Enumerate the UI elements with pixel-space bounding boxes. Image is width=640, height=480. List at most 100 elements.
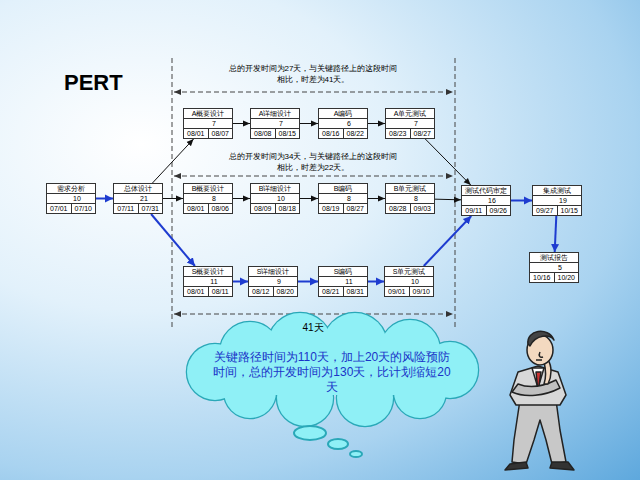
start-date: 09/27 <box>533 206 558 215</box>
task-name: S编码 <box>319 267 367 277</box>
task-box: 测试代码审定1609/1109/26 <box>461 185 511 216</box>
task-duration: 7 <box>184 119 232 129</box>
task-duration: 21 <box>114 194 162 204</box>
task-duration: 10 <box>251 194 299 204</box>
task-name: S概要设计 <box>184 267 232 277</box>
task-duration: 9 <box>249 277 297 287</box>
end-date: 08/18 <box>276 204 300 213</box>
start-date: 08/09 <box>251 204 276 213</box>
task-duration: 19 <box>533 196 581 206</box>
task-box: S概要设计1108/0108/11 <box>183 266 233 297</box>
note-text: 总的开发时间为34天，与关键路径上的这段时间相比，时差为22天。 <box>228 151 398 173</box>
task-box: S详细设计908/1208/20 <box>248 266 298 297</box>
end-date: 10/15 <box>558 206 582 215</box>
date-row: 07/0107/10 <box>47 204 95 213</box>
end-date: 08/11 <box>209 287 233 296</box>
task-box: 总体设计2107/1107/31 <box>113 183 163 214</box>
task-box: B概要设计808/0108/06 <box>183 183 233 214</box>
end-date: 08/20 <box>274 287 298 296</box>
task-name: 总体设计 <box>114 184 162 194</box>
critical-arrow <box>96 198 113 200</box>
date-row: 08/1908/27 <box>319 204 367 213</box>
flow-arrow <box>233 198 250 199</box>
start-date: 08/08 <box>251 129 276 138</box>
task-name: B详细设计 <box>251 184 299 194</box>
date-row: 08/0108/11 <box>184 287 232 296</box>
callout-cloud <box>187 313 478 457</box>
task-duration: 16 <box>462 196 510 206</box>
critical-arrow <box>511 200 532 202</box>
start-date: 09/01 <box>385 287 410 296</box>
end-date: 08/15 <box>276 129 300 138</box>
note-text: 41天 <box>288 321 338 334</box>
task-name: 测试代码审定 <box>462 186 510 196</box>
task-duration: 8 <box>184 194 232 204</box>
task-name: A详细设计 <box>251 109 299 119</box>
flow-arrow <box>368 123 385 124</box>
start-date: 08/19 <box>319 204 344 213</box>
end-date: 10/20 <box>555 273 579 282</box>
start-date: 10/16 <box>530 273 555 282</box>
diagram-title: PERT <box>64 70 123 96</box>
start-date: 09/11 <box>462 206 487 215</box>
start-date: 08/21 <box>319 287 344 296</box>
end-date: 08/27 <box>411 129 435 138</box>
task-duration: 7 <box>251 119 299 129</box>
start-date: 08/01 <box>184 204 209 213</box>
task-name: 测试报告 <box>530 253 578 263</box>
callout-text: 关键路径时间为110天，加上20天的风险预防时间，总的开发时间为130天，比计划… <box>212 350 452 395</box>
date-row: 07/1107/31 <box>114 204 162 213</box>
span-markers <box>172 58 455 330</box>
task-box: S单元测试1009/0109/10 <box>384 266 434 297</box>
task-box: 集成测试1909/2710/15 <box>532 185 582 216</box>
task-name: A概要设计 <box>184 109 232 119</box>
task-name: 需求分析 <box>47 184 95 194</box>
start-date: 08/12 <box>249 287 274 296</box>
critical-arrow <box>151 214 195 266</box>
task-duration: 11 <box>184 277 232 287</box>
end-date: 07/10 <box>72 204 96 213</box>
task-duration: 10 <box>47 194 95 204</box>
start-date: 07/11 <box>114 204 139 213</box>
task-duration: 5 <box>530 263 578 273</box>
end-date: 08/07 <box>209 129 233 138</box>
critical-arrow <box>424 216 472 266</box>
end-date: 07/31 <box>139 204 163 213</box>
task-box: A单元测试708/2308/27 <box>385 108 435 139</box>
start-date: 08/16 <box>319 129 344 138</box>
task-box: S编码1108/2108/31 <box>318 266 368 297</box>
task-box: A编码608/1608/22 <box>318 108 368 139</box>
date-row: 08/0808/15 <box>251 129 299 138</box>
flow-arrow <box>152 139 193 183</box>
task-box: B单元测试808/2809/03 <box>385 183 435 214</box>
end-date: 09/26 <box>487 206 511 215</box>
date-row: 08/2308/27 <box>386 129 434 138</box>
end-date: 08/22 <box>344 129 368 138</box>
flow-arrow <box>233 123 250 124</box>
task-name: S单元测试 <box>385 267 433 277</box>
task-duration: 10 <box>385 277 433 287</box>
end-date: 09/03 <box>411 204 435 213</box>
note-text: 总的开发时间为27天，与关键路径上的这段时间相比，时差为41天。 <box>228 63 398 85</box>
date-row: 09/2710/15 <box>533 206 581 215</box>
task-name: S详细设计 <box>249 267 297 277</box>
flow-arrow <box>435 199 461 201</box>
task-name: B单元测试 <box>386 184 434 194</box>
end-date: 08/27 <box>344 204 368 213</box>
task-box: 测试报告510/1610/20 <box>529 252 579 283</box>
date-row: 09/1109/26 <box>462 206 510 215</box>
task-name: A编码 <box>319 109 367 119</box>
start-date: 08/01 <box>184 287 209 296</box>
critical-arrow <box>233 281 248 283</box>
task-name: B概要设计 <box>184 184 232 194</box>
flow-arrow <box>300 198 318 199</box>
date-row: 08/2809/03 <box>386 204 434 213</box>
task-name: A单元测试 <box>386 109 434 119</box>
flow-arrow <box>163 198 183 199</box>
date-row: 09/0109/10 <box>385 287 433 296</box>
end-date: 08/31 <box>344 287 368 296</box>
task-duration: 7 <box>386 119 434 129</box>
task-box: B详细设计1008/0908/18 <box>250 183 300 214</box>
end-date: 08/06 <box>209 204 233 213</box>
critical-arrow <box>368 281 384 283</box>
